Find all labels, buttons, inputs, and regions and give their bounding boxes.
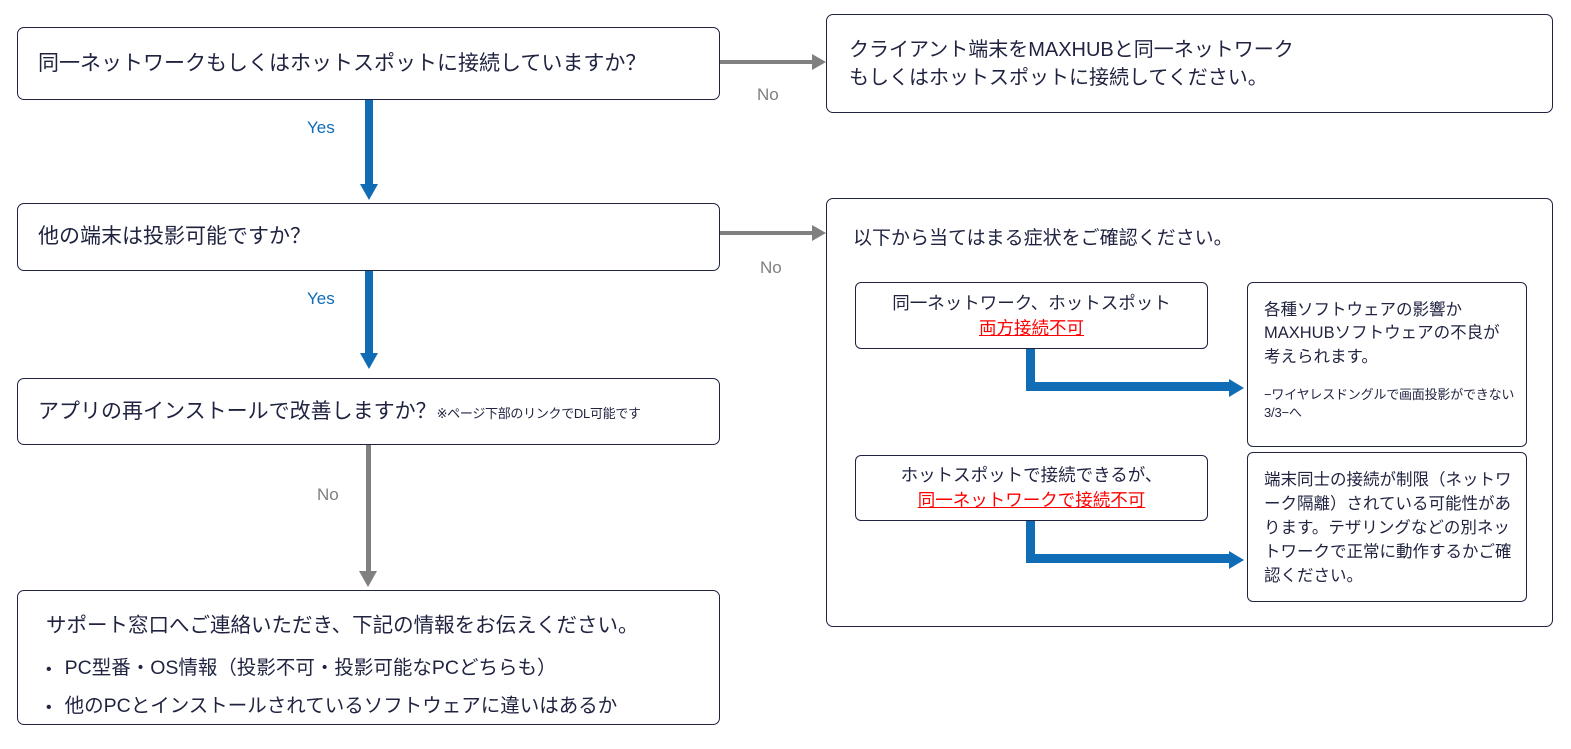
edge-case2-vertical	[1026, 521, 1035, 563]
answer-connect-network-text: クライアント端末をMAXHUBと同一ネットワーク もしくはホットスポットに接続し…	[849, 36, 1538, 93]
edge-label-q2-no: No	[760, 258, 782, 277]
bullet-marker-1: •	[46, 661, 52, 678]
question-box-network: 同一ネットワークもしくはホットスポットに接続していますか？	[17, 27, 720, 100]
edge-case2-horizontal	[1026, 554, 1233, 563]
edge-label-q2-yes: Yes	[307, 289, 335, 308]
question-reinstall-main: アプリの再インストールで改善しますか？	[38, 399, 437, 423]
final-bullet-row-2: • 他のPCとインストールされているソフトウェアに違いはあるか	[46, 689, 617, 718]
edge-label-q3-no: No	[317, 485, 339, 504]
bullet-marker-2: •	[46, 699, 52, 716]
symptom-card-1-line1: 同一ネットワーク、ホットスポット	[892, 292, 1171, 313]
edge-label-q1-yes: Yes	[307, 118, 335, 137]
edge-q1-yes-arrowhead	[360, 184, 378, 200]
edge-case2-arrowhead	[1229, 550, 1244, 569]
edge-q3-no-arrowhead	[359, 571, 377, 587]
edge-q2-yes-line	[365, 271, 373, 355]
final-bullet-text-1: PC型番・OS情報（投影不可・投影可能なPCどちらも）	[64, 657, 557, 679]
symptom-card-1: 同一ネットワーク、ホットスポット 両方接続不可	[855, 282, 1208, 349]
cause-card-2: 端末同士の接続が制限（ネットワーク隔離）されている可能性があります。テザリングな…	[1247, 452, 1527, 602]
edge-case1-horizontal	[1026, 382, 1233, 391]
cause-card-1-sub: −ワイヤレスドングルで画面投影ができない 3/3−へ	[1264, 387, 1528, 420]
edge-case1-vertical	[1026, 349, 1035, 391]
edge-q2-no-arrowhead	[812, 225, 826, 241]
symptom-card-2-line1: ホットスポットで接続できるが、	[900, 465, 1163, 486]
symptom-panel: 以下から当てはまる症状をご確認ください。 同一ネットワーク、ホットスポット 両方…	[826, 198, 1553, 627]
final-bullet-row-1: • PC型番・OS情報（投影不可・投影可能なPCどちらも）	[46, 651, 556, 680]
edge-case1-arrowhead	[1229, 378, 1244, 397]
edge-q1-yes-line	[365, 100, 373, 186]
question-other-device-text: 他の端末は投影可能ですか？	[38, 224, 311, 248]
edge-q3-no-line	[366, 445, 371, 573]
edge-label-q1-no: No	[757, 85, 779, 104]
edge-q2-yes-arrowhead	[360, 353, 378, 369]
question-box-reinstall: アプリの再インストールで改善しますか？※ページ下部のリンクでDL可能です	[17, 378, 720, 445]
final-support-box: サポート窓口へご連絡いただき、下記の情報をお伝えください。 • PC型番・OS情…	[17, 590, 720, 725]
edge-q2-no-line	[720, 231, 816, 235]
question-reinstall-note: ※ページ下部のリンクでDL可能です	[436, 405, 641, 421]
question-network-text: 同一ネットワークもしくはホットスポットに接続していますか？	[38, 51, 647, 75]
answer-line-2: もしくはホットスポットに接続してください。	[849, 67, 1268, 90]
edge-q1-no-arrowhead	[812, 54, 826, 70]
symptom-card-2: ホットスポットで接続できるが、 同一ネットワークで接続不可	[855, 455, 1208, 521]
question-reinstall-text: アプリの再インストールで改善しますか？※ページ下部のリンクでDL可能です	[38, 397, 641, 425]
symptom-card-2-line2: 同一ネットワークで接続不可	[917, 490, 1146, 510]
cause-card-1: 各種ソフトウェアの影響かMAXHUBソフトウェアの不良が考えられます。 −ワイヤ…	[1247, 282, 1527, 447]
question-box-other-device: 他の端末は投影可能ですか？	[17, 203, 720, 271]
answer-line-1: クライアント端末をMAXHUBと同一ネットワーク	[849, 39, 1294, 61]
cause-card-1-main: 各種ソフトウェアの影響かMAXHUBソフトウェアの不良が考えられます。	[1264, 301, 1500, 366]
cause-card-2-main: 端末同士の接続が制限（ネットワーク隔離）されている可能性があります。テザリングな…	[1264, 471, 1512, 585]
edge-q1-no-line	[720, 60, 816, 64]
final-bullet-text-2: 他のPCとインストールされているソフトウェアに違いはあるか	[64, 695, 618, 717]
symptom-panel-heading: 以下から当てはまる症状をご確認ください。	[853, 228, 1233, 249]
answer-box-connect-network: クライアント端末をMAXHUBと同一ネットワーク もしくはホットスポットに接続し…	[826, 14, 1553, 113]
symptom-card-1-line2: 両方接続不可	[979, 317, 1084, 338]
final-support-heading: サポート窓口へご連絡いただき、下記の情報をお伝えください。	[46, 614, 639, 637]
